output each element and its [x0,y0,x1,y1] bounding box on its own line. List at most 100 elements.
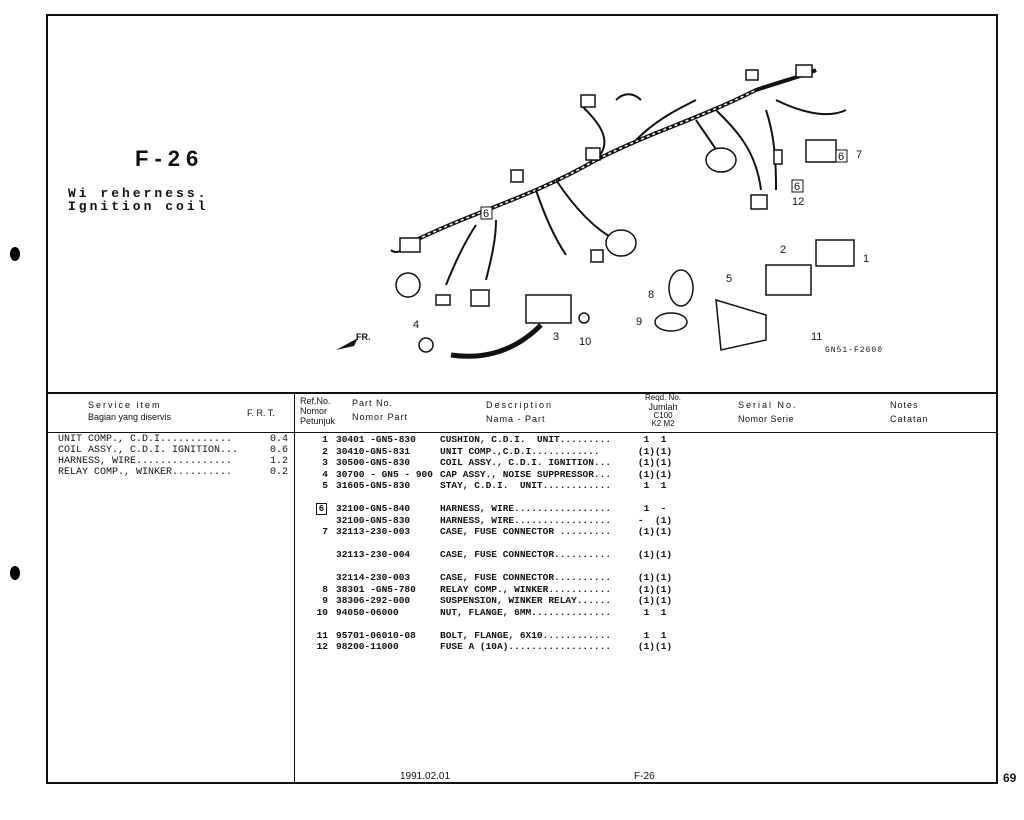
part-quantity: (1)(1) [637,641,673,652]
table-row [300,492,700,504]
svg-text:11: 11 [811,331,822,343]
svg-text:8: 8 [648,289,654,301]
ref-number: 9 [322,595,328,606]
table-top-border [46,392,998,394]
column-divider [294,392,295,784]
diagram-code: GN51-F2600 [825,346,884,355]
ref-number: 12 [316,641,328,652]
part-description: HARNESS, WIRE................. [440,514,612,526]
ref-number: 5 [322,480,328,491]
svg-text:9: 9 [636,316,642,328]
part-number: 38306-292-000 [336,595,411,606]
part-number: 95701-06010-08 [336,629,416,641]
ref-number: 6 [316,503,327,515]
footer-date: 1991.02.01 [400,771,451,782]
part-quantity: (1)(1) [637,445,673,457]
binder-hole [10,566,20,580]
table-row: 4 30700 - GN5 - 900 CAP ASSY., NOISE SUPPR… [300,469,700,481]
ref-number: 1 [322,434,328,445]
col-service-item: Service item [88,400,162,410]
part-quantity: (1)(1) [637,595,673,606]
svg-text:6: 6 [838,151,844,163]
section-name: Wi reherness. Ignition coil [68,186,209,214]
page-frame [46,14,998,784]
table-row [300,618,700,630]
part-description: CASE, FUSE CONNECTOR.......... [440,549,612,560]
part-description: HARNESS, WIRE................. [440,503,612,514]
part-number: 32100-GN5-830 [336,514,411,526]
table-row: 5 31605-GN5-830 STAY, C.D.I. UNIT.........… [300,480,700,492]
table-row: 6 32100-GN5-840 HARNESS, WIRE.............… [300,503,700,515]
ref-number: 4 [322,468,328,480]
part-description: UNIT COMP.,C.D.I............ [440,445,600,457]
svg-text:3: 3 [553,331,559,343]
service-item-row: UNIT COMP., C.D.I............0.4 [58,434,288,445]
part-description: SUSPENSION, WINKER RELAY...... [440,595,612,606]
part-quantity: (1)(1) [637,526,673,537]
service-item-row: HARNESS, WIRE................1.2 [58,456,288,467]
part-number: 32114-230-003 [336,572,411,583]
part-number: 30700 - GN5 - 900 [336,468,433,480]
part-description: FUSE A (10A).................. [440,641,612,652]
svg-text:1: 1 [863,253,869,265]
part-description: CAP ASSY., NOISE SUPPRESSOR... [440,468,612,480]
part-quantity: (1)(1) [637,457,673,468]
part-description: COIL ASSY., C.D.I. IGNITION... [440,457,612,468]
binder-hole [10,247,20,261]
part-description: RELAY COMP., WINKER........... [440,583,612,595]
part-description: STAY, C.D.I. UNIT............ [440,480,612,491]
part-quantity: (1)(1) [637,549,673,560]
table-row: 32114-230-003 CASE, FUSE CONNECTOR.......… [300,572,700,584]
part-quantity: (1)(1) [637,583,673,595]
part-quantity: - (1) [637,514,673,526]
part-quantity: (1)(1) [637,468,673,480]
ref-number: 11 [316,629,328,641]
col-part-no: Part No.Nomor Part [352,398,409,422]
table-row: 3 30500-GN5-830 COIL ASSY., C.D.I. IGNITIO… [300,457,700,469]
ref-number: 3 [322,457,328,468]
ref-number: 7 [322,526,328,537]
part-quantity: 1 1 [643,434,667,445]
section-code: F-26 [135,146,205,171]
ref-number: 10 [316,606,328,618]
part-number: 31605-GN5-830 [336,480,411,491]
part-number: 94050-06000 [336,606,399,618]
table-row: 12 98200-11000 FUSE A (10A)...............… [300,641,700,653]
part-number: 32113-230-004 [336,549,411,560]
part-number: 32100-GN5-840 [336,503,411,514]
svg-text:6: 6 [483,208,489,220]
svg-text:12: 12 [792,196,804,208]
service-items-list: UNIT COMP., C.D.I............0.4 COIL AS… [58,434,288,478]
part-quantity: 1 - [643,503,667,514]
part-number: 30500-GN5-830 [336,457,411,468]
svg-text:FR.: FR. [356,332,371,342]
svg-text:6: 6 [794,181,800,193]
part-number: 32113-230-003 [336,526,411,537]
part-number: 30401 -GN5-830 [336,434,416,445]
svg-text:4: 4 [413,319,419,331]
part-number: 30410-GN5-831 [336,445,411,457]
table-row: 9 38306-292-000 SUSPENSION, WINKER RELAY..… [300,595,700,607]
part-quantity: 1 1 [643,480,667,491]
part-number: 98200-11000 [336,641,399,652]
service-item-row: RELAY COMP., WINKER..........0.2 [58,467,288,478]
svg-text:2: 2 [780,244,786,256]
svg-text:5: 5 [726,273,732,285]
part-quantity: 1 1 [643,629,667,641]
table-row: 32113-230-004 CASE, FUSE CONNECTOR.......… [300,549,700,561]
part-quantity: (1)(1) [637,572,673,583]
ref-number: 8 [322,583,328,595]
footer-code: F-26 [634,771,655,782]
service-item-row: COIL ASSY., C.D.I. IGNITION...0.6 [58,445,288,456]
part-description: CASE, FUSE CONNECTOR.......... [440,572,612,583]
